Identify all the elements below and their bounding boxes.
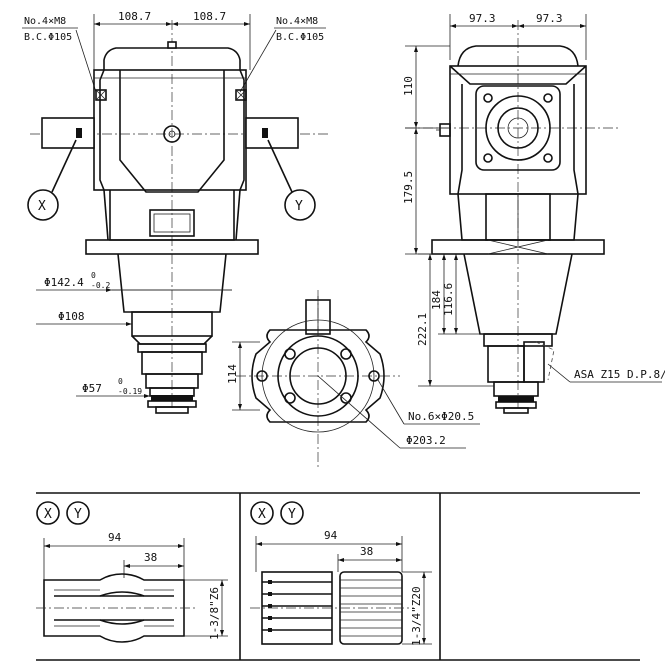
side-sprocket-note: ASA Z15 D.P.8/16 (574, 368, 665, 381)
front-bc-note-right: B.C.Φ105 (276, 32, 324, 43)
front-dia-shaft-tol-lower: -0.19 (118, 387, 142, 396)
detail2-label-y: Y (288, 507, 296, 522)
flange-view: 114 No.6×Φ20.5 Φ203.2 (226, 290, 480, 470)
front-dia-flange: Φ142.4 (44, 276, 84, 289)
detail1-dim-spline: 38 (144, 551, 157, 564)
detail1-label-y: Y (74, 507, 82, 522)
front-view: 108.7 108.7 No.4×M8 B.C.Φ105 No.4×M8 B.C… (22, 10, 330, 414)
detail2-spline-spec: 1-3/4"Z20 (410, 586, 423, 646)
front-label-y: Y (295, 199, 303, 214)
shaft-detail-table (36, 492, 640, 661)
detail2-dim-overall: 94 (324, 529, 338, 542)
side-dim-right-half: 97.3 (536, 12, 563, 25)
side-dim-left-half: 97.3 (469, 12, 496, 25)
side-dim-top: 110 (402, 76, 415, 96)
side-dim-total: 222.1 (416, 313, 429, 346)
front-dia-flange-tol-lower: -0.2 (91, 281, 110, 290)
flange-dim-114: 114 (226, 364, 239, 384)
front-dia-shaft: Φ57 (82, 382, 102, 395)
front-dia-flange-tol-upper: 0 (91, 271, 96, 280)
detail2-dim-spline: 38 (360, 545, 373, 558)
detail1-label-x: X (44, 507, 52, 522)
front-dim-left-half: 108.7 (118, 10, 151, 23)
front-dim-right-half: 108.7 (193, 10, 226, 23)
front-bolt-note-left: No.4×M8 (24, 16, 66, 27)
detail1-spline-spec: 1-3/8"Z6 (208, 587, 221, 640)
side-view: 97.3 97.3 110 (402, 12, 665, 414)
shaft-detail-2: X Y 94 38 (250, 501, 432, 646)
front-bolt-note-right: No.4×M8 (276, 16, 318, 27)
detail1-dim-overall: 94 (108, 531, 122, 544)
detail2-label-x: X (258, 507, 266, 522)
side-dim-mid: 179.5 (402, 171, 415, 204)
flange-pcd-note: Φ203.2 (406, 434, 446, 447)
shaft-detail-1: X Y 94 38 1-3/8"Z6 (36, 501, 228, 643)
front-bc-note-left: B.C.Φ105 (24, 32, 72, 43)
flange-holes-note: No.6×Φ20.5 (408, 410, 474, 423)
side-dim-184: 184 (430, 290, 443, 310)
front-dia-shaft-tol-upper: 0 (118, 377, 123, 386)
front-label-x: X (38, 199, 46, 214)
front-dia-body: Φ108 (58, 310, 85, 323)
side-dim-116: 116.6 (442, 283, 455, 316)
